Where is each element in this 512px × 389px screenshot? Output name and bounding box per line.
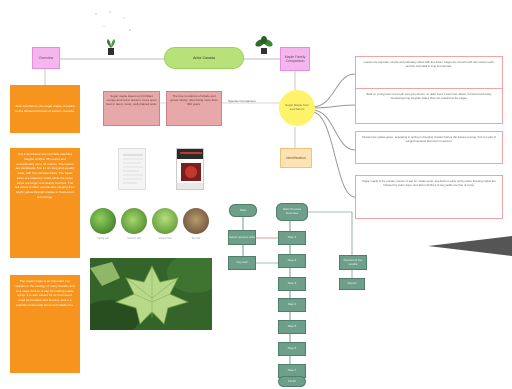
leaf-caption-summer: Summer leaf: [127, 237, 141, 240]
leaf-photo-autumn[interactable]: [152, 208, 178, 234]
book-cover-thumbnail[interactable]: [176, 148, 204, 190]
potted-plant-icon: [107, 39, 115, 55]
document-thumbnail[interactable]: [118, 148, 146, 190]
center-title-pill[interactable]: Arbor Canada: [164, 47, 244, 69]
rose-note-growth: The tree is tolerant of shade and grows …: [166, 91, 222, 126]
leaf-caption-autumn: Autumn leaf: [158, 237, 172, 240]
flow-finish[interactable]: Finish: [278, 376, 306, 387]
flow-main-4[interactable]: Step 3: [278, 277, 306, 291]
sugar-maple-hub[interactable]: Sugar Maple Acer saccharum: [279, 90, 315, 126]
species-comparison-label: Species Comparison: [228, 99, 256, 103]
leaf-caption-spring: Spring leaf: [97, 237, 109, 240]
orange-description-block: It is a deciduous tree normally reaching…: [10, 148, 80, 258]
flow-main-5[interactable]: Step 4: [278, 298, 306, 312]
flow-main-6[interactable]: Step 5: [278, 320, 306, 334]
maple-leaf-photo[interactable]: [90, 258, 212, 330]
flow-left-2[interactable]: Key leaf: [228, 256, 256, 270]
flow-start[interactable]: Start: [229, 204, 257, 217]
rose-note-autumn: Sugar maple leaves turn brilliant orange…: [103, 91, 160, 126]
flow-main-3[interactable]: Step 2: [278, 254, 306, 268]
overview-node[interactable]: Overview: [32, 47, 60, 69]
leaf-photo-spring[interactable]: [90, 208, 116, 234]
flow-left-1[interactable]: Select species data: [228, 230, 256, 245]
note-syrup: Sugar maple is the primary source of sap…: [355, 175, 503, 219]
flow-main-7[interactable]: Step 6: [278, 342, 306, 356]
note-leaves: Leaves are opposite, simple and palmatel…: [355, 56, 503, 93]
book-cover-art-icon: [177, 149, 203, 189]
orange-intro-block: Acer saccharum, the sugar maple, is nati…: [10, 85, 80, 133]
maple-leaf-icon: [90, 258, 212, 330]
orange-uses-block: The sugar maple is an important tree spe…: [10, 275, 80, 373]
comparison-node[interactable]: Maple Family Comparison: [280, 47, 310, 71]
leaf-photo-dry[interactable]: [183, 208, 209, 234]
note-flowers: Flowers are yellow-green, appearing in s…: [355, 131, 503, 164]
document-lines-icon: [123, 154, 143, 184]
flow-main-1[interactable]: Main Process Overview: [276, 203, 308, 221]
leafy-plant-icon: [255, 36, 273, 54]
flow-main-2[interactable]: Step 1: [278, 231, 306, 245]
flow-right-2[interactable]: Report: [339, 278, 365, 290]
flow-right-1[interactable]: Document the results: [339, 255, 367, 270]
leaf-caption-dry: Dry leaf: [191, 237, 201, 240]
leaf-photo-summer[interactable]: [121, 208, 147, 234]
sparkle-icon: [95, 10, 132, 32]
note-bark: Bark on young trees is smooth and grey-b…: [355, 88, 503, 124]
identification-box[interactable]: Identification: [280, 148, 312, 168]
